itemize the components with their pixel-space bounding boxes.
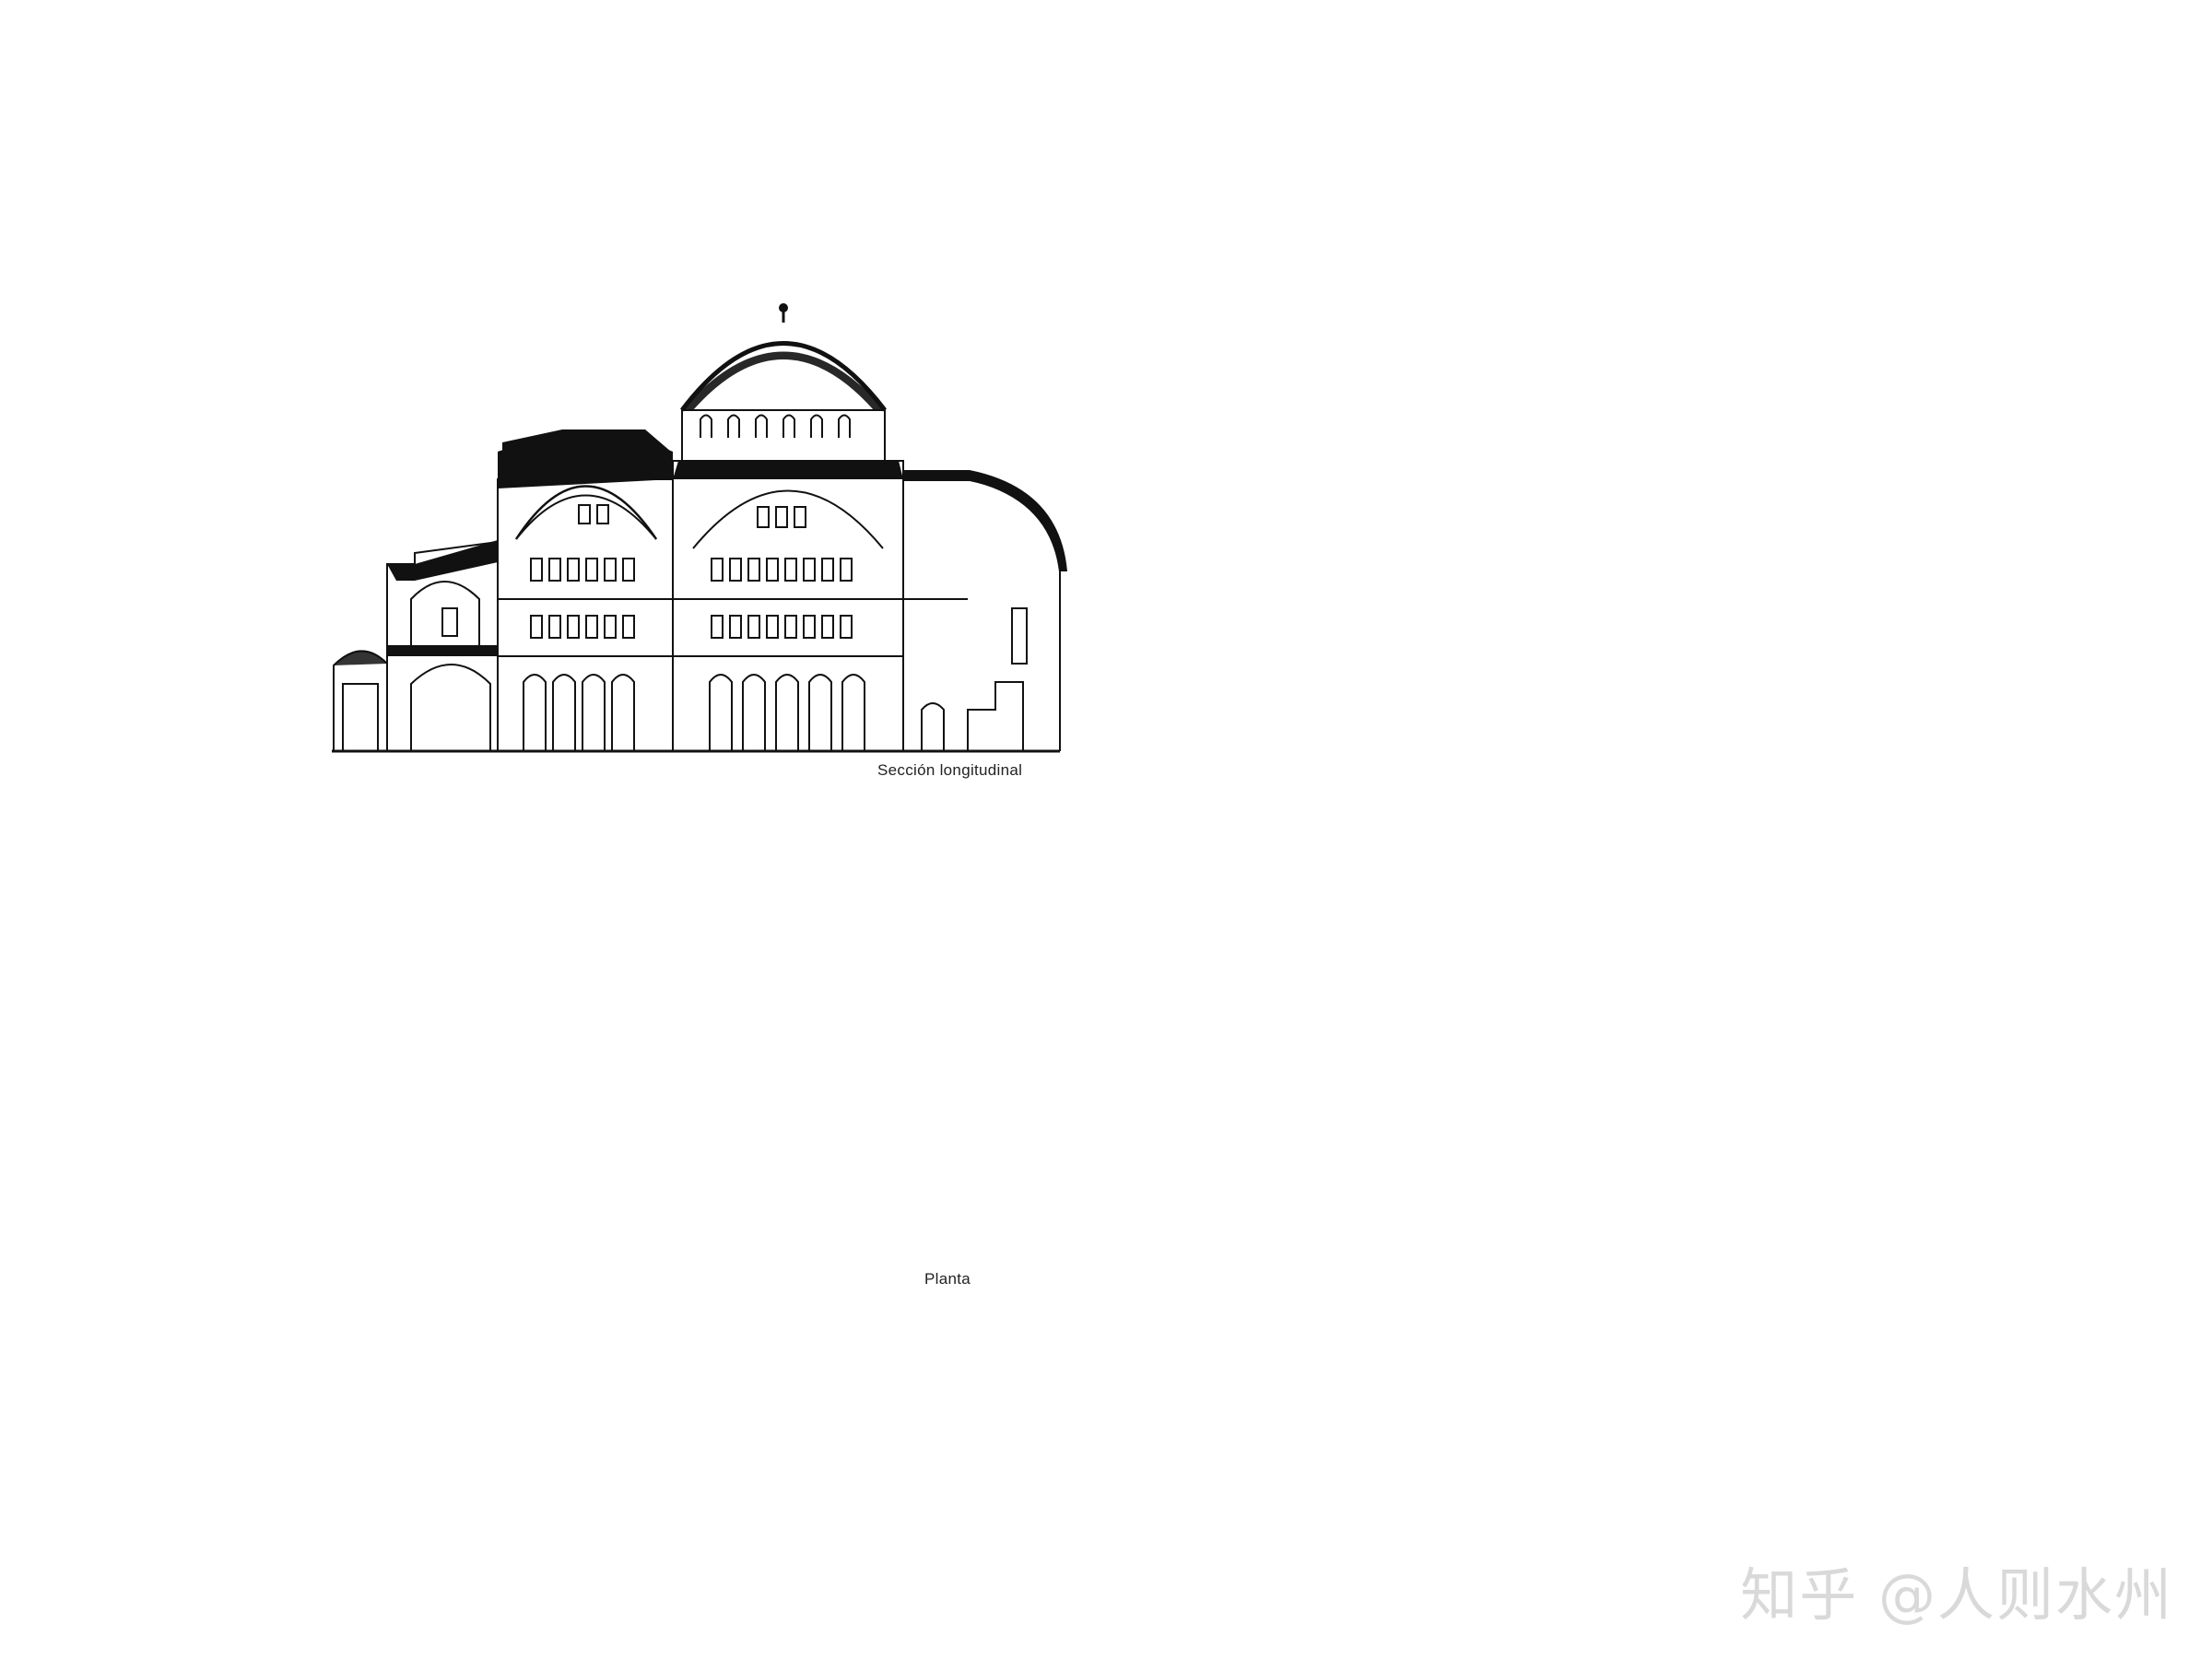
center-bay-windows — [711, 506, 853, 639]
plan-label: Planta — [924, 1270, 971, 1288]
left-section-drawing — [332, 303, 1067, 753]
watermark: 知乎 @人则水州 — [1740, 1561, 2173, 1629]
left-wing-windows — [530, 504, 635, 639]
section-label: Sección longitudinal — [877, 761, 1023, 779]
